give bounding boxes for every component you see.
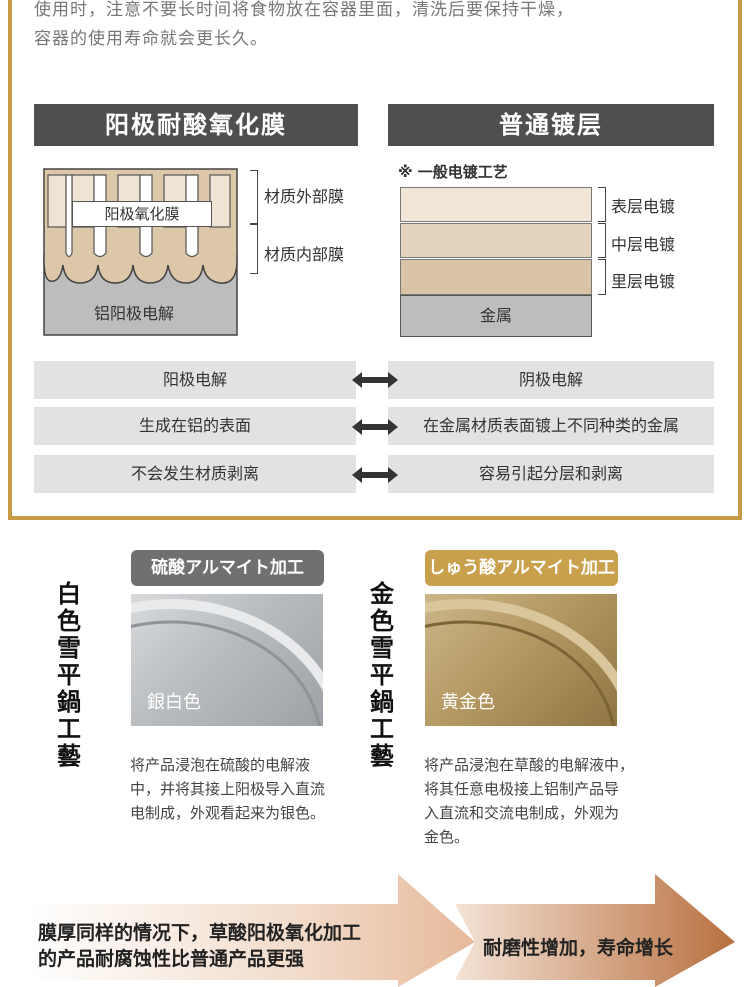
gold-calligraphy-char: 金 — [370, 579, 394, 608]
gold-calligraphy-char: 平 — [370, 660, 394, 689]
silver-calligraphy-char: 藝 — [57, 741, 81, 770]
left-arrow-shape — [28, 874, 475, 987]
gold-pan-rim — [425, 599, 617, 726]
oxalic-anodize-badge: しゅう酸アルマイト加工 — [425, 550, 618, 586]
silver-description: 将产品浸泡在硫酸的电解液 中，并将其接上阳极导入直流 电制成，外观看起来为银色。 — [130, 753, 325, 825]
silver-calligraphy-char: 色 — [57, 606, 81, 635]
plating-title: 普通镀层 — [388, 104, 714, 146]
inner-bracket-right — [598, 259, 606, 295]
bottom-right-text: 耐磨性增加，寿命增长 — [483, 937, 674, 959]
metal-base: 金属 — [400, 295, 592, 337]
double-arrow-icon — [352, 419, 398, 435]
gold-desc-line: 入直流和交流电制成，外观为 — [424, 804, 620, 822]
metal-label: 金属 — [479, 306, 512, 325]
right-arrow-shape — [455, 874, 735, 987]
double-arrow-icon — [352, 372, 398, 388]
outer-bracket — [250, 170, 258, 224]
gold-description: 将产品浸泡在草酸的电解液中， 将其任意电极接上铝制产品导 入直流和交流电制成，外… — [424, 753, 634, 849]
compare-right-1: 阴极电解 — [388, 361, 714, 399]
silver-calligraphy-char: 工 — [57, 714, 81, 743]
gold-desc-line: 将其任意电极接上铝制产品导 — [424, 780, 620, 798]
silver-pan-rim — [131, 599, 323, 726]
gold-calligraphy: 金 色 雪 平 鍋 工 藝 — [365, 580, 399, 769]
compare-right-2: 在金属材质表面镀上不同种类的金属 — [388, 407, 714, 445]
silver-color-label: 銀白色 — [147, 692, 201, 713]
middle-bracket — [598, 223, 606, 258]
gold-color-label: 黄金色 — [441, 692, 495, 713]
compare-left-2: 生成在铝的表面 — [34, 407, 356, 445]
surface-plating-label: 表层电镀 — [611, 197, 676, 216]
compare-left-1: 阳极电解 — [34, 361, 356, 399]
intro-text: 使用时，注意不要长时间将食物放在容器里面，清洗后要保持干燥， 容器的使用寿命就会… — [34, 0, 724, 54]
sulfuric-anodize-badge: 硫酸アルマイト加工 — [131, 550, 324, 586]
gold-calligraphy-char: 色 — [370, 606, 394, 635]
bottom-left-line-1: 膜厚同样的情况下，草酸阳极氧化加工 — [38, 922, 362, 944]
gold-calligraphy-char: 工 — [370, 714, 394, 743]
anodized-film-title: 阳极耐酸氧化膜 — [34, 104, 358, 146]
intro-line-1: 使用时，注意不要长时间将食物放在容器里面，清洗后要保持干燥， — [34, 0, 574, 20]
middle-plating-layer — [400, 223, 592, 258]
plating-note: ※ 一般电镀工艺 — [398, 163, 508, 181]
silver-desc-line: 中，并将其接上阳极导入直流 — [130, 780, 326, 798]
silver-calligraphy-char: 平 — [57, 660, 81, 689]
outer-film-label: 材质外部膜 — [264, 187, 345, 206]
aluminum-base-label: 铝阳极电解 — [94, 304, 175, 323]
silver-desc-line: 电制成，外观看起来为银色。 — [130, 804, 326, 822]
gold-desc-line: 金色。 — [424, 828, 470, 846]
silver-pan-image: 銀白色 — [131, 594, 323, 726]
inner-plating-label: 里层电镀 — [611, 272, 676, 291]
middle-plating-label: 中层电镀 — [611, 235, 676, 254]
inner-bracket — [250, 224, 258, 274]
compare-left-3: 不会发生材质剥离 — [34, 455, 356, 493]
inner-plating-layer — [400, 259, 592, 295]
surface-plating-layer — [400, 187, 592, 222]
inner-film-label: 材质内部膜 — [264, 245, 345, 264]
bottom-arrows — [28, 874, 735, 987]
surface-bracket — [598, 187, 606, 222]
silver-calligraphy-char: 雪 — [57, 633, 81, 662]
silver-calligraphy: 白 色 雪 平 鍋 工 藝 — [52, 580, 86, 769]
gold-calligraphy-char: 雪 — [370, 633, 394, 662]
gold-calligraphy-char: 藝 — [370, 741, 394, 770]
gold-calligraphy-char: 鍋 — [370, 687, 394, 716]
intro-line-2: 容器的使用寿命就会更长久。 — [34, 29, 268, 49]
compare-right-3: 容易引起分层和剥离 — [388, 455, 714, 493]
gold-pan-image: 黄金色 — [425, 594, 617, 726]
bottom-left-line-2: 的产品耐腐蚀性比普通产品更强 — [38, 948, 305, 970]
silver-calligraphy-char: 白 — [57, 579, 81, 608]
double-arrow-icon — [352, 467, 398, 483]
silver-calligraphy-char: 鍋 — [57, 687, 81, 716]
silver-desc-line: 将产品浸泡在硫酸的电解液 — [130, 756, 311, 774]
bottom-left-text: 膜厚同样的情况下，草酸阳极氧化加工 的产品耐腐蚀性比普通产品更强 — [38, 920, 458, 972]
anodic-film-label: 阳极氧化膜 — [72, 201, 212, 227]
gold-desc-line: 将产品浸泡在草酸的电解液中， — [424, 756, 635, 774]
